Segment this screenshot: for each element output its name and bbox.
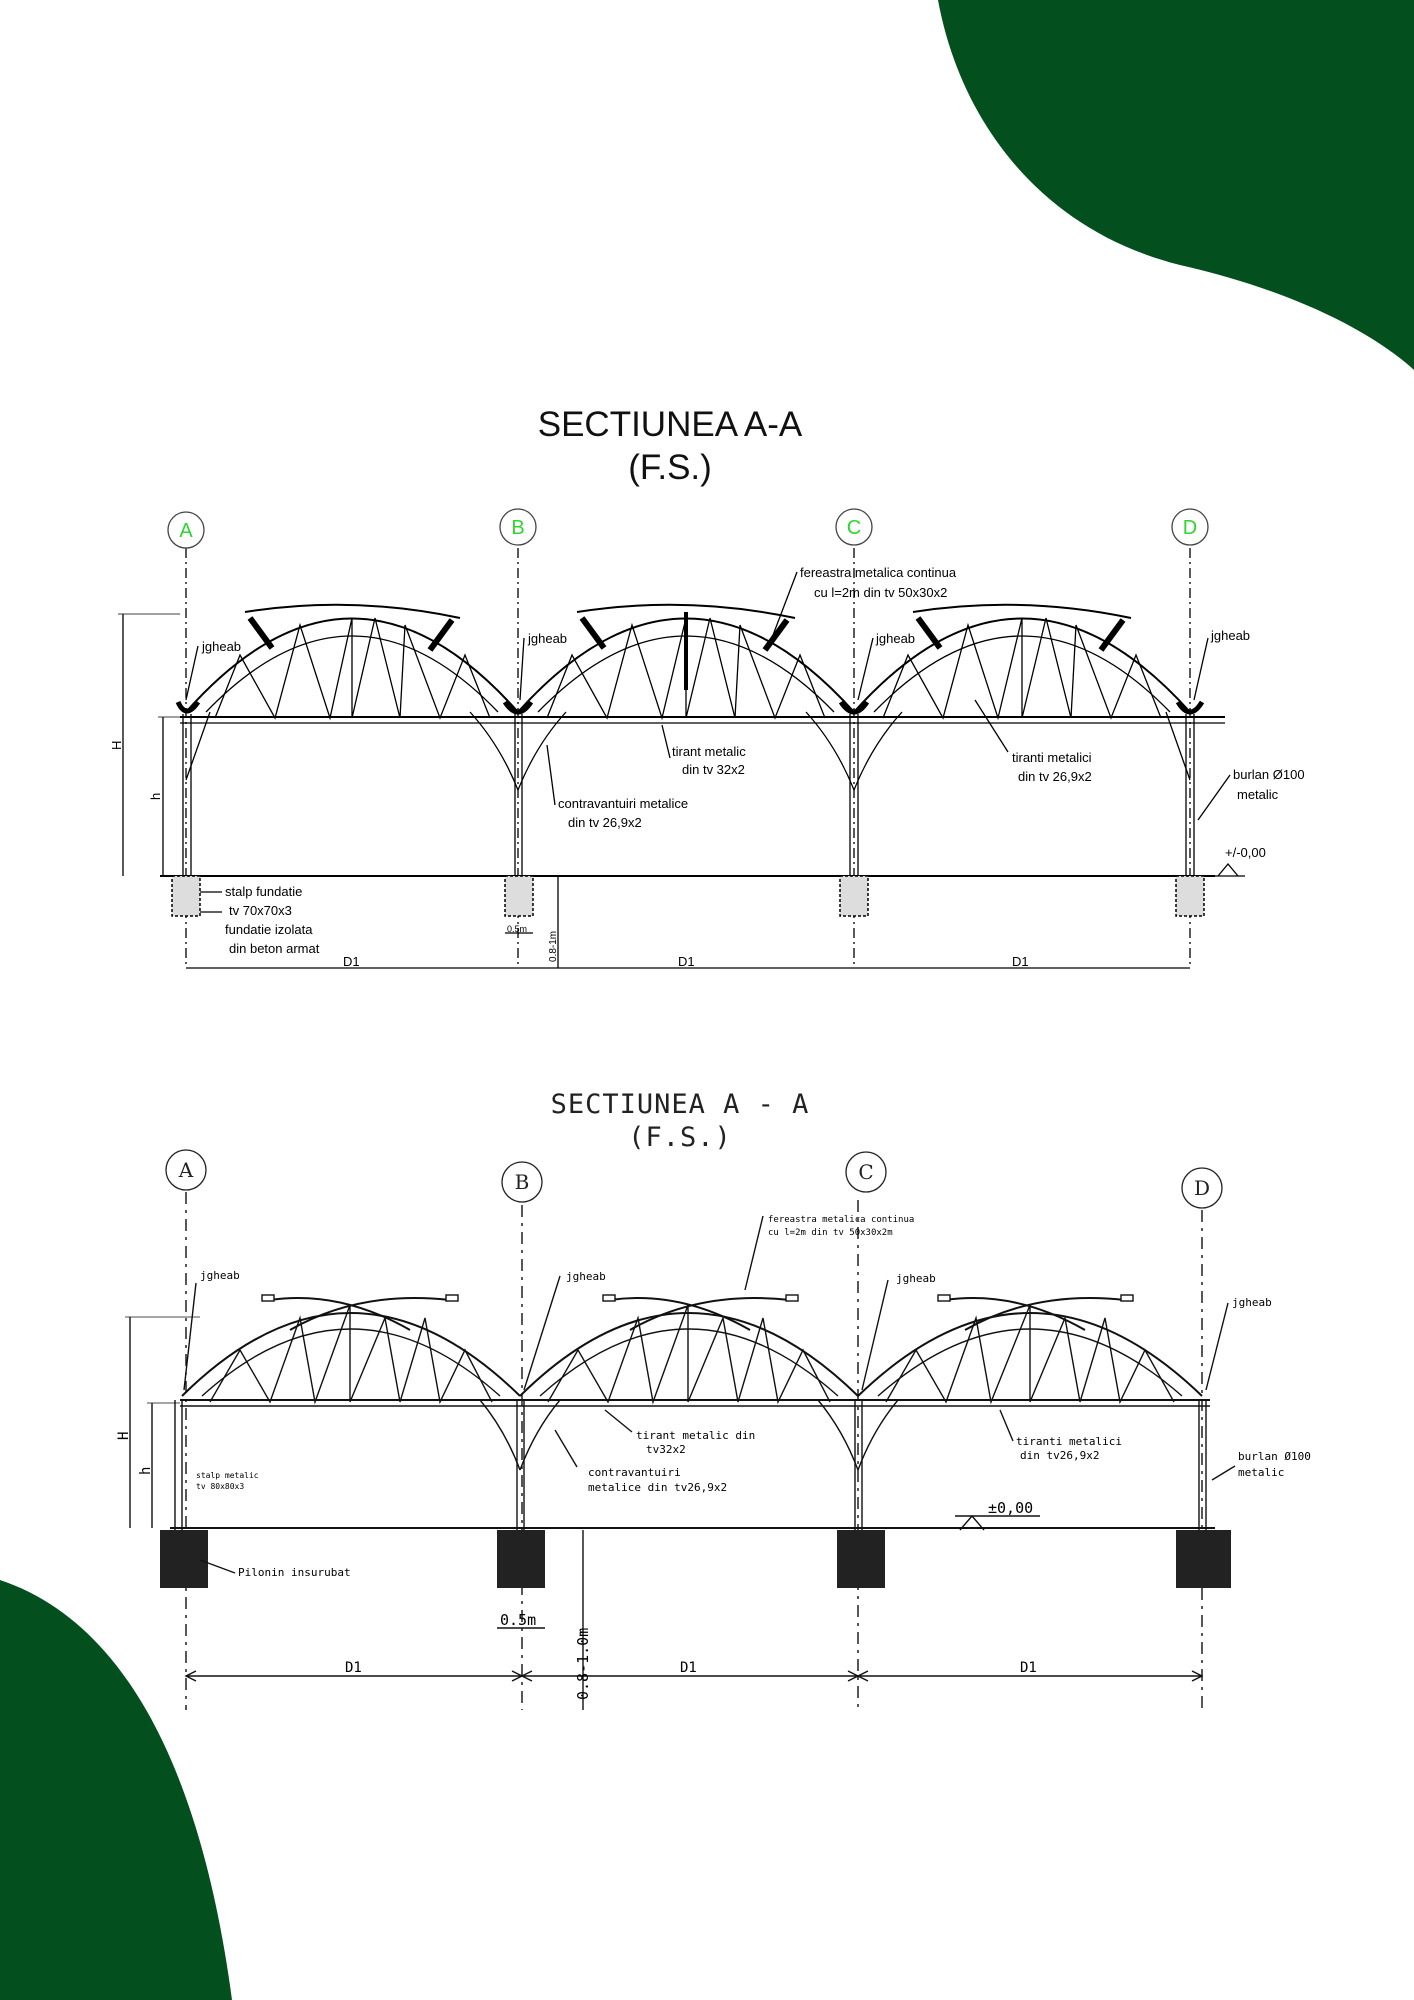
section1-span-1: D1 [343, 954, 360, 969]
section1-dim-width: 0.5m [507, 924, 527, 934]
section1-window-label-2: cu l=2m din tv 50x30x2 [814, 585, 947, 600]
section2-tie-label-2: tv32x2 [646, 1443, 686, 1456]
section2-downpipe-label-1: burlan Ø100 [1238, 1450, 1311, 1463]
section1-window-label-1: fereastra metalica continua [800, 565, 957, 580]
section1-downpipe-label-2: metalic [1237, 787, 1279, 802]
section1-span-3: D1 [1012, 954, 1029, 969]
section1-axis-d: D [1183, 517, 1197, 539]
section2-gutter-label-d: jgheab [1232, 1296, 1272, 1309]
section1-dim-H: H [109, 741, 124, 750]
section2-dim-width: 0.5m [500, 1611, 536, 1629]
section2-column-label-2: tv 80x80x3 [196, 1482, 244, 1491]
section1-title: SECTIUNEA A-A [537, 405, 803, 444]
section2-ties-label-2: din tv26,9x2 [1020, 1449, 1099, 1462]
section1-bracing-label-1: contravantuiri metalice [558, 796, 688, 811]
section2-axis-d: D [1194, 1176, 1210, 1200]
section1-dim-depth: 0.8-1m [548, 931, 559, 962]
section2-bracing-label-2: metalice din tv26,9x2 [588, 1481, 727, 1494]
section1-axis-b: B [511, 517, 524, 539]
section1-ties-label-1: tiranti metalici [1012, 750, 1092, 765]
section2-level-label: ±0,00 [988, 1499, 1033, 1517]
section2-title: SECTIUNEA A - A [550, 1089, 810, 1120]
section2-column-label-1: stalp metalic [196, 1471, 259, 1480]
section2-span-3: D1 [1020, 1660, 1037, 1676]
section1-dim-h: h [148, 793, 163, 800]
section1-bracing-label-2: din tv 26,9x2 [568, 815, 642, 830]
section1-footing-label-1: fundatie izolata [225, 922, 313, 937]
section2-dim-h: h [138, 1467, 154, 1475]
section2-axis-a: A [178, 1158, 194, 1182]
section2-window-label-2: cu l=2m din tv 50x30x2m [768, 1228, 893, 1238]
section1-downpipe-label-1: burlan Ø100 [1233, 767, 1305, 782]
section1-gutter-label-c: jgheab [875, 631, 915, 646]
section2-tie-label-1: tirant metalic din [636, 1429, 755, 1442]
section1-tie-label-1: tirant metalic [672, 744, 746, 759]
section1-ties-label-2: din tv 26,9x2 [1018, 769, 1092, 784]
section1-column-label-1: stalp fundatie [225, 884, 302, 899]
section1-axis-a: A [179, 520, 193, 542]
section2-subtitle: (F.S.) [628, 1122, 732, 1153]
section1-gutter-label-b: jgheab [527, 631, 567, 646]
section2-axis-b: B [515, 1170, 530, 1194]
section2-gutter-label-a: jgheab [200, 1269, 240, 1282]
section1-subtitle: (F.S.) [628, 448, 712, 487]
section2-span-1: D1 [345, 1660, 362, 1676]
section2-ties-label-1: tiranti metalici [1016, 1435, 1122, 1448]
section1-tie-label-2: din tv 32x2 [682, 762, 745, 777]
section1-footing-label-2: din beton armat [229, 941, 320, 956]
section2-span-2: D1 [680, 1660, 697, 1676]
section1-level-label: +/-0,00 [1225, 845, 1266, 860]
section1-column-label-2: tv 70x70x3 [229, 903, 292, 918]
section1-gutter-label-d: jgheab [1210, 628, 1250, 643]
section1-span-2: D1 [678, 954, 695, 969]
section2-downpipe-label-2: metalic [1238, 1466, 1284, 1479]
section2-gutter-label-b: jgheab [566, 1270, 606, 1283]
section2-dim-H: H [116, 1432, 132, 1440]
section1-gutter-label-a: jgheab [201, 639, 241, 654]
section2-pile-label: Pilonin insurubat [238, 1566, 351, 1579]
section1-axis-c: C [847, 517, 861, 539]
section2-window-label-1: fereastra metalica continua [768, 1215, 914, 1225]
section2-gutter-label-c: jgheab [896, 1272, 936, 1285]
section2-axis-c: C [858, 1160, 873, 1184]
section2-dim-depth: 0.8-1.0m [574, 1628, 592, 1700]
section2-bracing-label-1: contravantuiri [588, 1466, 681, 1479]
